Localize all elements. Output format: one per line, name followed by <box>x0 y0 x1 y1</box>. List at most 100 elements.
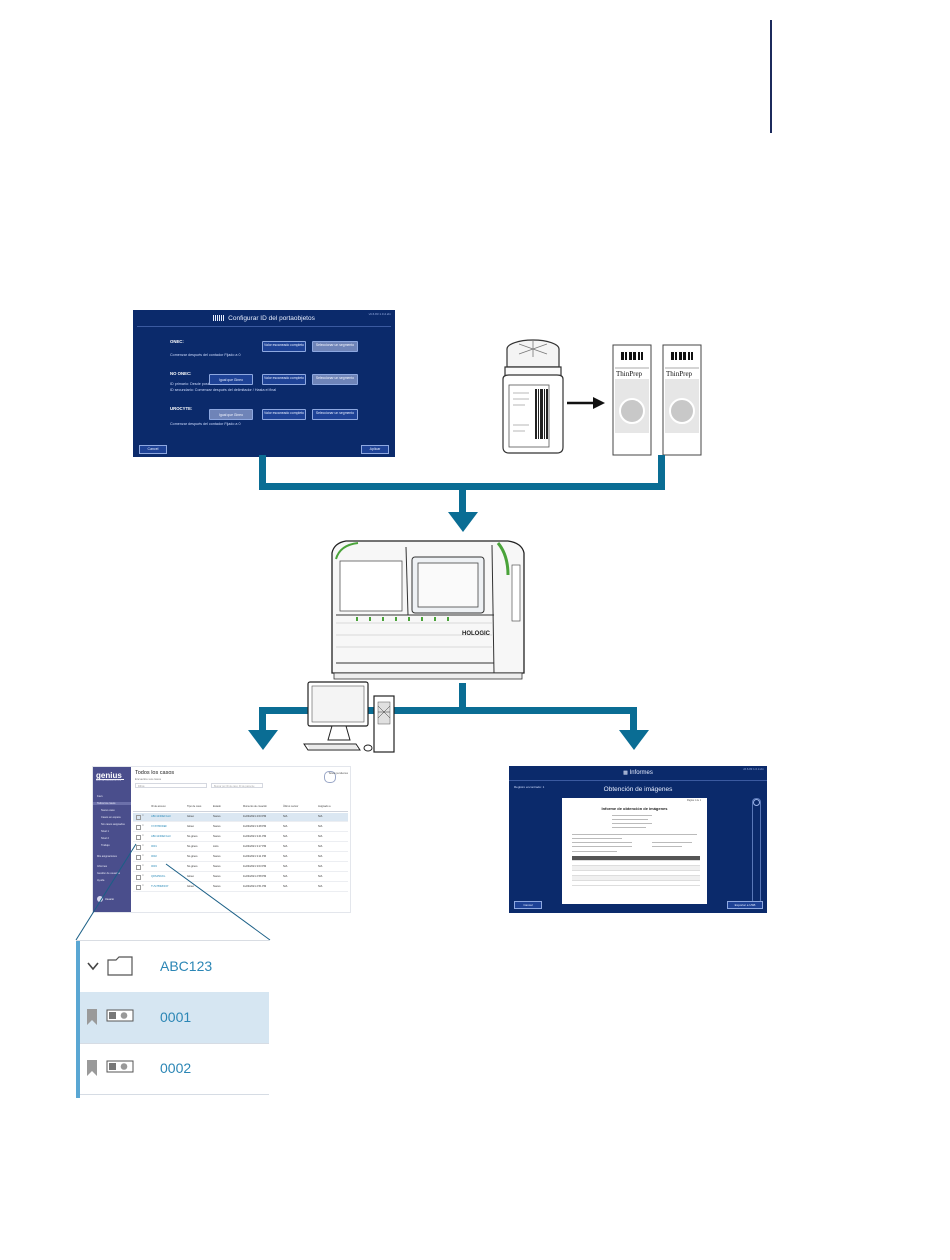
case-id-link[interactable]: QRS456JKL <box>151 875 166 878</box>
text-line <box>652 846 682 847</box>
svg-text:ThinPrep: ThinPrep <box>616 370 643 378</box>
case-id-label[interactable]: ABC123 <box>160 958 213 974</box>
case-folder-row[interactable]: ABC123 <box>80 941 269 993</box>
case-id-link[interactable]: ABC123DEFGHI <box>151 835 171 838</box>
select-segment-button[interactable]: Seleccionar un segmento <box>312 409 358 420</box>
row-checkbox[interactable] <box>136 825 141 830</box>
case-id-link[interactable]: ABC123DEFGHI <box>151 815 171 818</box>
print-icon: ▩ <box>623 770 628 776</box>
table-cell: Nuevo <box>213 815 221 818</box>
title-text: Configurar ID del portaobjetos <box>228 315 315 322</box>
row-checkbox[interactable] <box>136 815 141 820</box>
sidebar-item[interactable]: Sin casos asignados <box>101 823 125 826</box>
table-cell: No gineo <box>187 855 198 858</box>
apply-button[interactable]: Aplicar <box>361 445 389 454</box>
case-id-link[interactable]: 0001 <box>151 845 157 848</box>
row-checkbox[interactable] <box>136 835 141 840</box>
row-checkbox[interactable] <box>136 855 141 860</box>
text-line <box>612 819 648 820</box>
column-header[interactable]: Último revisor <box>283 805 299 808</box>
down-arrow-icon <box>619 730 649 750</box>
case-id-link[interactable]: XYZ7890DEF <box>151 825 168 828</box>
full-scan-button[interactable]: Valor escaneado completo <box>262 341 306 352</box>
sidebar-item[interactable]: Nivel 1 <box>101 830 109 833</box>
sidebar-item[interactable]: Mis asignaciones <box>97 855 117 858</box>
slide-id-label[interactable]: 0002 <box>160 1060 192 1076</box>
sidebar-item[interactable]: Nuevo caso <box>101 809 115 812</box>
slide-icon <box>106 1060 134 1073</box>
version-label: v6.6.83 1.0 d.2m <box>368 312 391 316</box>
table-cell: N/A <box>318 825 323 828</box>
sidebar-item[interactable]: Gestión de usuarios <box>97 872 121 875</box>
column-header[interactable]: Tipo de caso <box>187 805 202 808</box>
row-checkbox[interactable] <box>136 845 141 850</box>
table-cell: Gineo <box>187 825 194 828</box>
user-name: Usuario <box>105 898 114 901</box>
bookmark-icon[interactable] <box>86 1008 98 1026</box>
column-header[interactable]: Estado <box>213 805 221 808</box>
column-header[interactable]: Momento de creación <box>243 805 268 808</box>
sidebar-item-all-cases[interactable]: Todos los casos <box>93 802 131 805</box>
table-cell: Gineo <box>187 815 194 818</box>
table-cell: Nuevo <box>213 855 221 858</box>
sidebar-item[interactable]: Informes <box>97 865 108 868</box>
same-as-gyn-button[interactable]: Igual que Gineo <box>209 409 253 420</box>
filter-input[interactable]: Filtros <box>135 783 207 788</box>
bookmark-icon[interactable] <box>86 1059 98 1077</box>
export-usb-button[interactable]: Exportar a USB <box>727 901 763 909</box>
select-segment-button[interactable]: Seleccionar un segmento <box>312 374 358 385</box>
slide-id-label[interactable]: 0001 <box>160 1009 192 1025</box>
cancel-button[interactable]: Cancel <box>139 445 167 454</box>
genius-logo: genius <box>96 771 124 780</box>
table-cell: Nuevo <box>213 885 221 888</box>
search-input[interactable]: Buscar por ID de caso, ID de paciente <box>211 783 263 788</box>
case-id-link[interactable]: 0002 <box>151 855 157 858</box>
text-line <box>612 815 652 816</box>
table-cell: N/A <box>283 825 288 828</box>
column-header[interactable]: ID de acceso <box>151 805 166 808</box>
table-cell: No gineo <box>187 845 198 848</box>
column-header[interactable]: Asignado a <box>318 805 331 808</box>
connector-line <box>630 707 637 734</box>
table-cell: 11/24/2021 2:51 PM <box>243 885 267 888</box>
slide-row[interactable]: 0002 <box>80 1043 269 1095</box>
same-as-gyn-button[interactable]: Igual que Gineo <box>209 374 253 385</box>
row-checkbox[interactable] <box>136 875 141 880</box>
cancel-button[interactable]: Cancel <box>514 901 542 909</box>
select-segment-button[interactable]: Seleccionar un segmento <box>312 341 358 352</box>
table-cell: Nuevo <box>213 875 221 878</box>
folder-icon: □ <box>142 834 144 837</box>
scrollbar[interactable] <box>752 798 761 904</box>
chevron-down-icon[interactable] <box>86 960 100 972</box>
avatar[interactable] <box>97 896 103 902</box>
slide-row[interactable]: 0001 <box>80 992 269 1044</box>
sidebar: genius DIGITAL DIAGNOSTICS Favs Todos lo… <box>93 767 131 912</box>
row-checkbox[interactable] <box>136 885 141 890</box>
sidebar-item[interactable]: Casos en espera <box>101 816 121 819</box>
folder-icon: □ <box>142 844 144 847</box>
pending-tasks-button[interactable] <box>324 771 336 783</box>
full-scan-button[interactable]: Valor escaneado completo <box>262 409 306 420</box>
case-id-link[interactable]: TUV789MNOP <box>151 885 169 888</box>
sidebar-item[interactable]: Trabajo <box>101 844 110 847</box>
genius-instrument-illustration: HOLOGIC <box>331 540 525 680</box>
row-checkbox[interactable] <box>136 865 141 870</box>
sidebar-item[interactable]: Ayuda <box>97 879 105 882</box>
sidebar-item[interactable]: Favs <box>97 795 103 798</box>
page-subtitle: Encuentre sus casos <box>135 777 161 781</box>
sidebar-item[interactable]: Nivel 2 <box>101 837 109 840</box>
full-scan-button[interactable]: Valor escaneado completo <box>262 374 306 385</box>
cases-main: Todos los casos Encuentre sus casos Filt… <box>133 767 350 912</box>
table-cell: 11/24/2021 3:41 PM <box>243 835 267 838</box>
scroll-thumb[interactable] <box>753 799 760 806</box>
case-id-link[interactable]: 0003 <box>151 865 157 868</box>
table-cell: 11/24/2021 2:58 PM <box>243 875 267 878</box>
